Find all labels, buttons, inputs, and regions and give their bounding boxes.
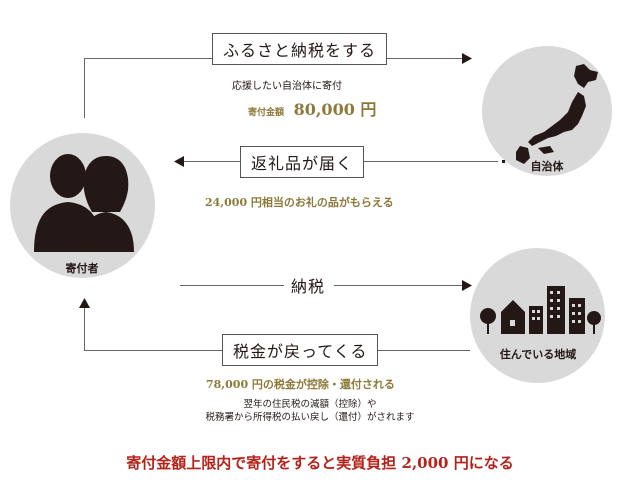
gift-sub: 24,000 円相当のお礼の品がもらえる xyxy=(205,196,394,209)
arrow-right-icon xyxy=(462,53,472,64)
japan-map-icon xyxy=(502,64,598,164)
furusato-amount-value: 80,000 円 xyxy=(293,100,377,119)
refund-note-1: 翌年の住民税の減額（控除）や xyxy=(243,399,377,410)
municipality-label: 自治体 xyxy=(530,160,564,173)
arrow-up-icon xyxy=(79,298,90,308)
donor-silhouette-icon xyxy=(34,154,134,252)
region-label: 住んでいる地域 xyxy=(499,348,577,361)
furusato-amount-prefix: 寄付金額 xyxy=(248,108,285,118)
refund-sub: 78,000 円の税金が控除・還付される xyxy=(206,378,395,391)
tax-label: 納税 xyxy=(291,273,326,297)
refund-label: 税金が戻ってくる xyxy=(222,334,379,366)
gift-label: 返礼品が届く xyxy=(240,146,365,178)
footer-summary: 寄付金額上限内で寄付をすると実質負担 2,000 円になる xyxy=(126,454,514,472)
municipality-circle xyxy=(482,46,612,176)
arrow-right-icon xyxy=(462,280,472,291)
furusato-label: ふるさと納税をする xyxy=(212,33,388,65)
city-buildings-icon xyxy=(480,286,601,334)
arrow-left-icon xyxy=(174,156,184,167)
refund-note-2: 税務署から所得税の払い戻し（還付）がされます xyxy=(205,412,415,423)
furusato-line-vertical xyxy=(84,58,85,118)
furusato-amount: 寄付金額 80,000 円 xyxy=(248,96,376,120)
donor-label: 寄付者 xyxy=(65,262,99,275)
refund-line-vertical xyxy=(84,306,85,350)
furusato-sub: 応援したい自治体に寄付 xyxy=(232,81,342,92)
donor-circle xyxy=(10,133,155,278)
